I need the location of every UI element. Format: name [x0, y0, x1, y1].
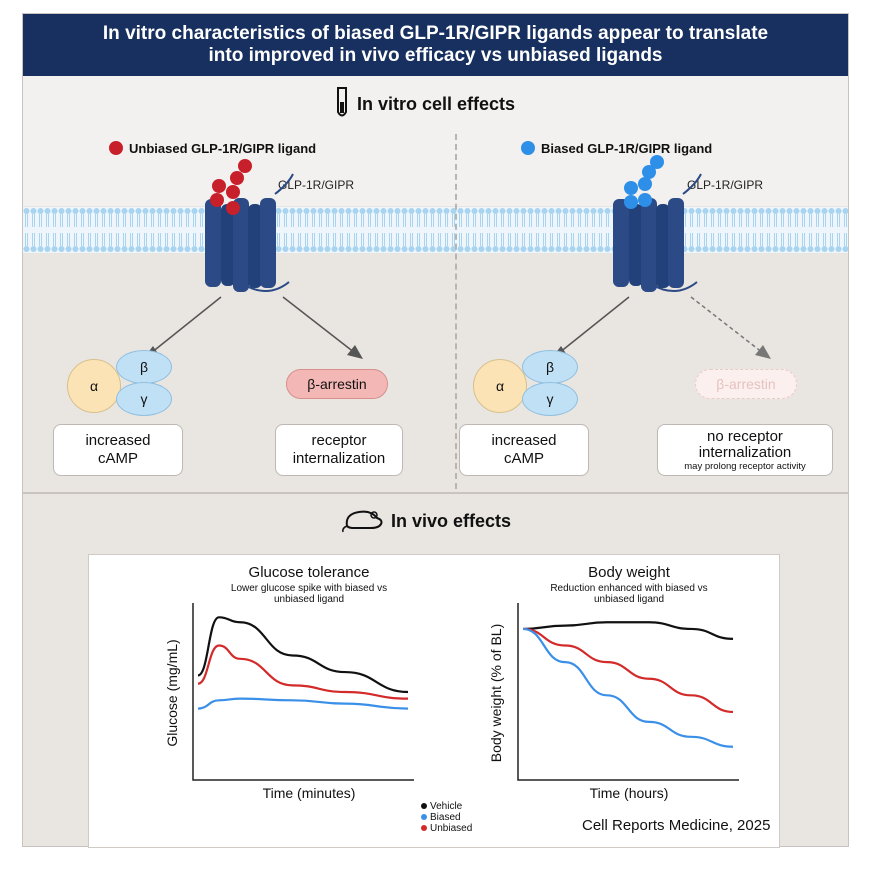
glucose-series-unbiased — [197, 644, 409, 700]
biased-ligand-label: Biased GLP-1R/GIPR ligand — [541, 141, 713, 156]
chart-1-ylabel: Glucose (mg/mL) — [164, 639, 180, 747]
arrows-left — [143, 296, 363, 359]
legend-unbiased-swatch — [421, 825, 427, 831]
effect-line-2-right: internalization — [698, 444, 792, 461]
effect-box-left: receptor internalization — [275, 424, 403, 476]
chart-2-title: Body weight — [588, 564, 670, 581]
panel-divider — [455, 134, 457, 489]
beta-arrestin-pill-left: β-arrestin — [286, 369, 388, 399]
cell-membrane — [23, 207, 848, 253]
red-dot-icon — [109, 141, 123, 155]
banner-line-1: In vitro characteristics of biased GLP-1… — [102, 23, 769, 44]
legend-vehicle-swatch — [421, 803, 427, 809]
camp-box-left: increased cAMP — [53, 424, 183, 476]
glucose-series-biased — [197, 697, 409, 710]
glucose-axes — [192, 603, 414, 781]
cell-exterior — [23, 76, 848, 206]
chart-2-xlabel: Time (hours) — [589, 785, 669, 801]
camp-line-2-left: cAMP — [97, 450, 138, 467]
arrows-right — [551, 296, 771, 359]
receptor-label-left: GLP-1R/GIPR — [278, 178, 355, 192]
banner-line-2: into improved in vivo efficacy vs unbias… — [208, 45, 663, 66]
unbiased-ligand-legend: Unbiased GLP-1R/GIPR ligand — [109, 141, 316, 156]
in-vivo-title: In vivo effects — [391, 511, 512, 531]
camp-line-2-right: cAMP — [503, 450, 544, 467]
body-weight-chart — [517, 603, 739, 781]
effect-line-1-right: no receptor — [707, 428, 783, 445]
test-tube-icon — [337, 87, 347, 117]
effect-line-2-left: internalization — [292, 450, 386, 467]
glucose-tolerance-chart — [192, 603, 414, 781]
source-citation: Cell Reports Medicine, 2025 — [582, 817, 771, 834]
camp-box-right: increased cAMP — [459, 424, 589, 476]
title-banner: In vitro characteristics of biased GLP-1… — [23, 14, 848, 76]
effect-note-right: may prolong receptor activity — [684, 461, 806, 472]
beta-arrestin-pill-right-faded: β-arrestin — [695, 369, 797, 399]
legend-biased-swatch — [421, 814, 427, 820]
g-beta-subunit-right: β — [522, 350, 578, 384]
bodyweight-series-biased — [522, 627, 734, 748]
g-gamma-subunit: γ — [116, 382, 172, 416]
biased-ligand-legend: Biased GLP-1R/GIPR ligand — [521, 141, 712, 156]
bodyweight-axes — [517, 603, 739, 781]
g-beta-subunit: β — [116, 350, 172, 384]
graphical-abstract: In vitro characteristics of biased GLP-1… — [22, 13, 849, 848]
g-gamma-subunit-right: γ — [522, 382, 578, 416]
effect-box-right: no receptor internalization may prolong … — [657, 424, 833, 476]
g-alpha-subunit: α — [67, 359, 121, 413]
bodyweight-series-unbiased — [522, 627, 734, 714]
mouse-icon — [342, 510, 383, 533]
blue-dot-icon — [521, 141, 535, 155]
chart-2-subtitle: Reduction enhanced with biased vs unbias… — [550, 583, 708, 605]
in-vitro-title: In vitro cell effects — [357, 94, 516, 114]
effect-line-1-left: receptor — [311, 432, 367, 449]
receptor-label-right: GLP-1R/GIPR — [687, 178, 764, 192]
receptor-unbiased-icon — [205, 159, 294, 292]
chart-1-xlabel: Time (minutes) — [262, 785, 356, 801]
chart-legend: Vehicle Biased Unbiased — [421, 801, 472, 834]
unbiased-ligand-label: Unbiased GLP-1R/GIPR ligand — [129, 141, 317, 156]
camp-line-1-left: increased — [85, 432, 151, 449]
bodyweight-series-vehicle — [522, 621, 734, 640]
legend-biased: Biased — [421, 812, 472, 823]
legend-vehicle: Vehicle — [421, 801, 472, 812]
glucose-series-vehicle — [197, 616, 409, 694]
g-alpha-subunit-right: α — [473, 359, 527, 413]
in-vivo-chart-panel: Glucose tolerance Lower glucose spike wi… — [88, 554, 780, 848]
camp-line-1-right: increased — [491, 432, 557, 449]
chart-1-subtitle: Lower glucose spike with biased vs unbia… — [230, 583, 388, 605]
chart-1-title: Glucose tolerance — [248, 564, 370, 581]
legend-unbiased: Unbiased — [421, 823, 472, 834]
section-divider — [23, 492, 848, 494]
receptor-biased-icon — [613, 155, 702, 292]
chart-2-ylabel: Body weight (% of BL) — [488, 623, 504, 763]
